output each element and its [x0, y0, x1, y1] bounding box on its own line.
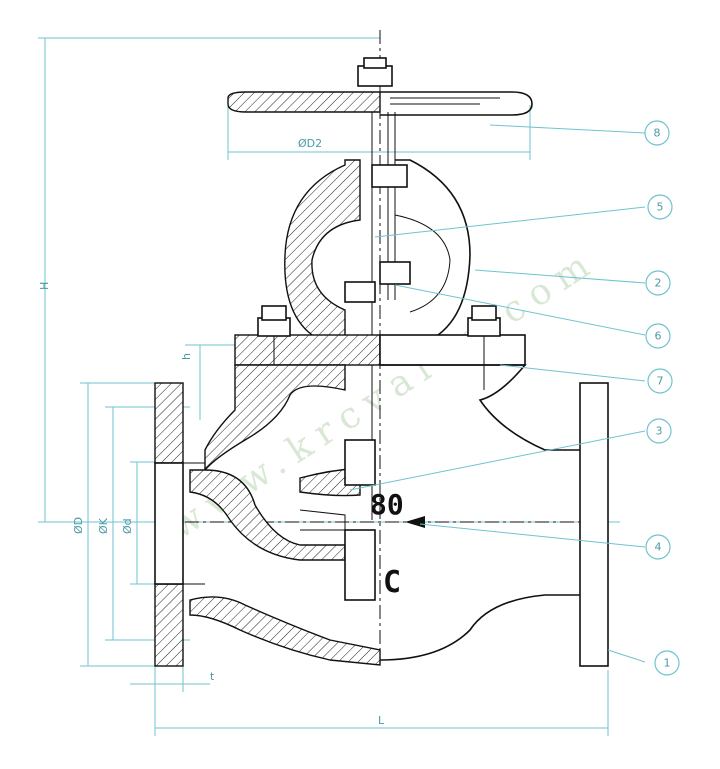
- handwheel: [227, 57, 533, 116]
- svg-text:4: 4: [655, 541, 662, 554]
- svg-text:2: 2: [655, 277, 662, 290]
- callout-3: 3: [646, 418, 672, 444]
- callout-leaders: [349, 124, 646, 663]
- dim-label-d2: ØD2: [298, 137, 322, 150]
- svg-text:7: 7: [657, 375, 664, 388]
- valve-body: [154, 364, 609, 667]
- bonnet-flange: [234, 305, 526, 390]
- material-mark: C: [383, 565, 401, 600]
- svg-text:6: 6: [655, 330, 662, 343]
- size-mark: 80: [370, 488, 404, 521]
- callout-5: 5: [647, 194, 673, 220]
- callout-1: 1: [654, 650, 680, 676]
- callout-4: 4: [645, 534, 671, 560]
- svg-text:8: 8: [654, 127, 661, 140]
- dim-label-d: ØD: [72, 517, 85, 534]
- dim-label-k: ØK: [97, 517, 110, 534]
- dim-label-l: L: [378, 714, 385, 727]
- callout-6: 6: [645, 323, 671, 349]
- svg-text:5: 5: [657, 201, 664, 214]
- svg-text:1: 1: [664, 657, 671, 670]
- dim-label-small-d: Ød: [121, 518, 134, 534]
- dim-label-h-overall: H: [38, 282, 51, 290]
- yoke: [284, 159, 471, 341]
- svg-text:3: 3: [656, 425, 663, 438]
- callout-2: 2: [645, 270, 671, 296]
- dim-label-h-small: h: [180, 353, 193, 360]
- dim-label-t: t: [210, 670, 215, 683]
- callout-7: 7: [647, 368, 673, 394]
- flow-arrow-icon: [405, 516, 425, 528]
- callout-8: 8: [644, 120, 670, 146]
